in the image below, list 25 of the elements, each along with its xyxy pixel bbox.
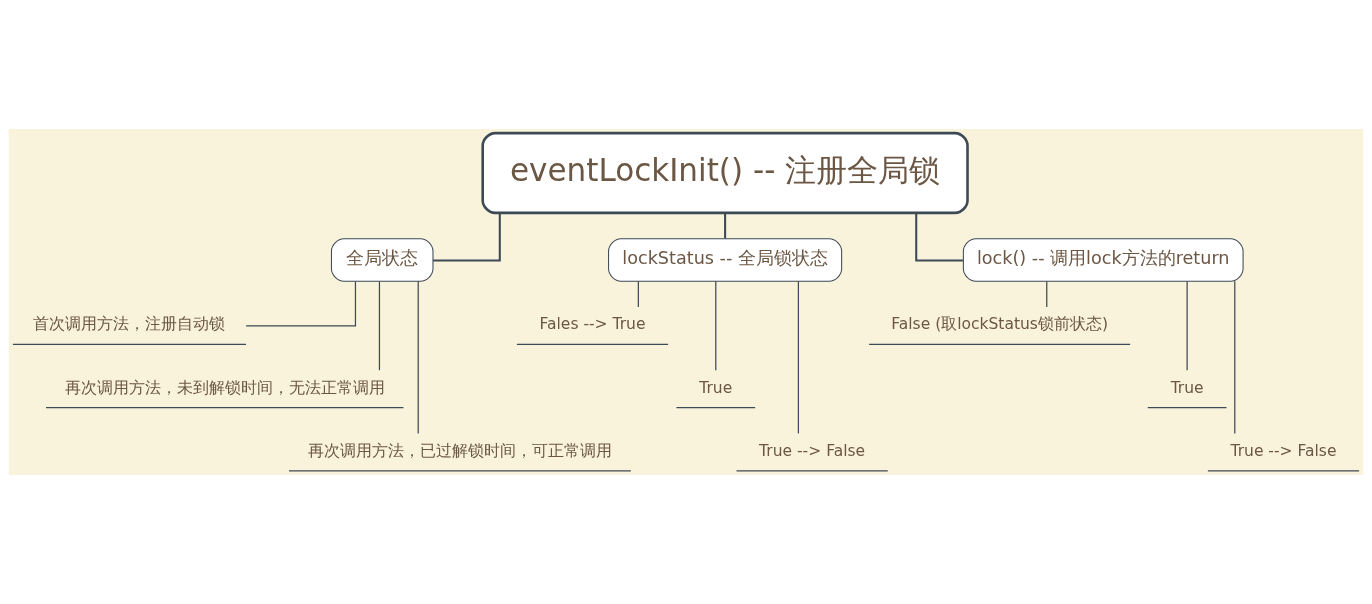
- node-text: Fales --> True: [539, 315, 646, 334]
- connector: [715, 280, 717, 371]
- connector: [245, 280, 357, 327]
- connector: [724, 212, 727, 239]
- connector: [637, 280, 639, 308]
- node-box: lockStatus -- 全局锁状态: [608, 238, 843, 282]
- node-text: 首次调用方法，注册自动锁: [33, 315, 226, 334]
- connector: [915, 213, 963, 262]
- node-text: 再次调用方法，未到解锁时间，无法正常调用: [64, 378, 385, 397]
- node-text: True: [699, 378, 733, 397]
- node-text: 再次调用方法，已过解锁时间，可正常调用: [307, 441, 612, 460]
- connector: [1046, 280, 1048, 308]
- node-box: lock() -- 调用lock方法的return: [962, 238, 1244, 282]
- connector: [378, 280, 381, 371]
- connector: [1234, 280, 1236, 434]
- node-text: True --> False: [759, 441, 866, 460]
- connector: [433, 213, 501, 262]
- node-text: False (取lockStatus锁前状态): [891, 315, 1108, 334]
- node-text: True --> False: [1230, 441, 1337, 460]
- node-box: 全局状态: [330, 238, 434, 282]
- connector: [1186, 280, 1188, 371]
- node-box: eventLockInit() -- 注册全局锁: [481, 131, 969, 215]
- connector: [797, 280, 799, 434]
- connector: [417, 280, 419, 434]
- node-text: True: [1170, 378, 1204, 397]
